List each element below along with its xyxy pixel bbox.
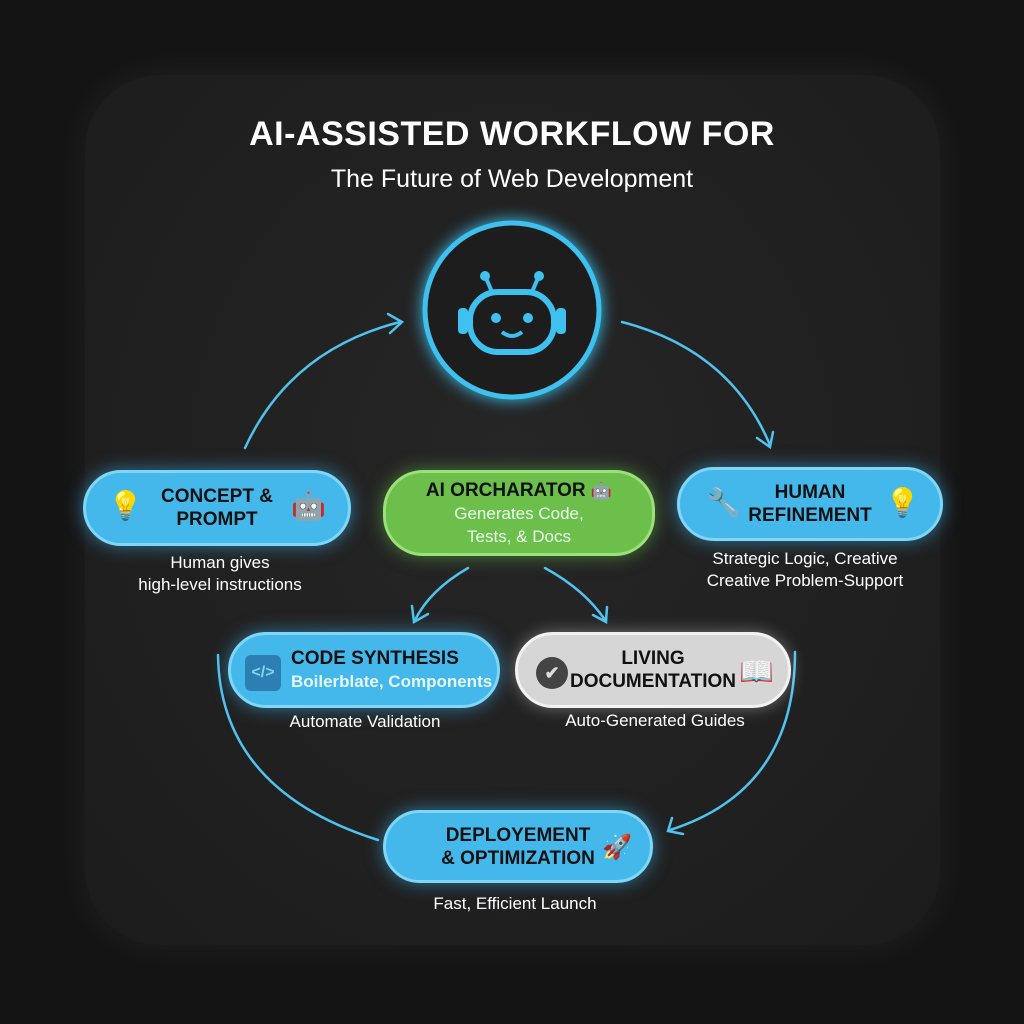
node-title: REFINEMENT xyxy=(748,505,872,526)
node-line: Tests, & Docs xyxy=(467,526,571,546)
node-title: & OPTIMIZATION xyxy=(441,847,595,869)
node-title: CONCEPT & xyxy=(161,486,273,507)
deploy-caption: Fast, Efficient Launch xyxy=(433,894,597,913)
node-title: DOCUMENTATION xyxy=(569,671,737,692)
arrow-ai-to-human xyxy=(620,320,772,447)
docs-caption: Auto-Generated Guides xyxy=(565,711,745,730)
arrow-orch-to-code xyxy=(413,566,470,622)
arrow-orch-to-docs xyxy=(543,566,607,622)
wrench-icon: 🔧 xyxy=(706,487,741,518)
subtitle: The Future of Web Development xyxy=(330,165,694,193)
robot-icon: 🤖 xyxy=(590,480,613,500)
rocket-icon: 🚀 xyxy=(602,834,632,861)
arrow-docs-to-deploy xyxy=(668,650,797,832)
book-icon: 📖 xyxy=(739,656,774,687)
arrow-concept-to-ai xyxy=(243,320,402,450)
node-title: CODE SYNTHESIS xyxy=(291,648,459,669)
check-icon: ✔ xyxy=(536,657,568,689)
node-line: Boilerblate, Components xyxy=(291,672,493,691)
ai-orchestrator-node[interactable]: AI ORCHARATOR 🤖 Generates Code, Tests, &… xyxy=(383,470,655,556)
title: AI-ASSISTED WORKFLOW FOR xyxy=(249,115,775,153)
code-synthesis-node[interactable]: </> CODE SYNTHESIS Boilerblate, Component… xyxy=(228,632,500,708)
node-title: AI ORCHARATOR xyxy=(425,479,586,501)
node-title: HUMAN xyxy=(774,482,846,503)
robot-hub xyxy=(422,220,602,400)
lightbulb-icon: 💡 xyxy=(885,487,920,518)
arrow-code-to-deploy xyxy=(216,653,380,842)
node-title: PROMPT xyxy=(176,509,258,530)
code-icon: </> xyxy=(245,655,281,691)
node-line: Generates Code, xyxy=(454,503,584,523)
deployment-node[interactable]: DEPLOYEMENT& OPTIMIZATION 🚀 xyxy=(383,810,653,883)
node-title: LIVING xyxy=(621,648,685,669)
code-caption: Automate Validation xyxy=(289,712,441,731)
concept-prompt-node[interactable]: 💡 CONCEPT &PROMPT 🤖 xyxy=(83,470,351,546)
robot-icon: 🤖 xyxy=(291,490,326,521)
lightbulb-icon: 💡 xyxy=(108,490,143,521)
node-title: DEPLOYEMENT xyxy=(445,824,591,846)
